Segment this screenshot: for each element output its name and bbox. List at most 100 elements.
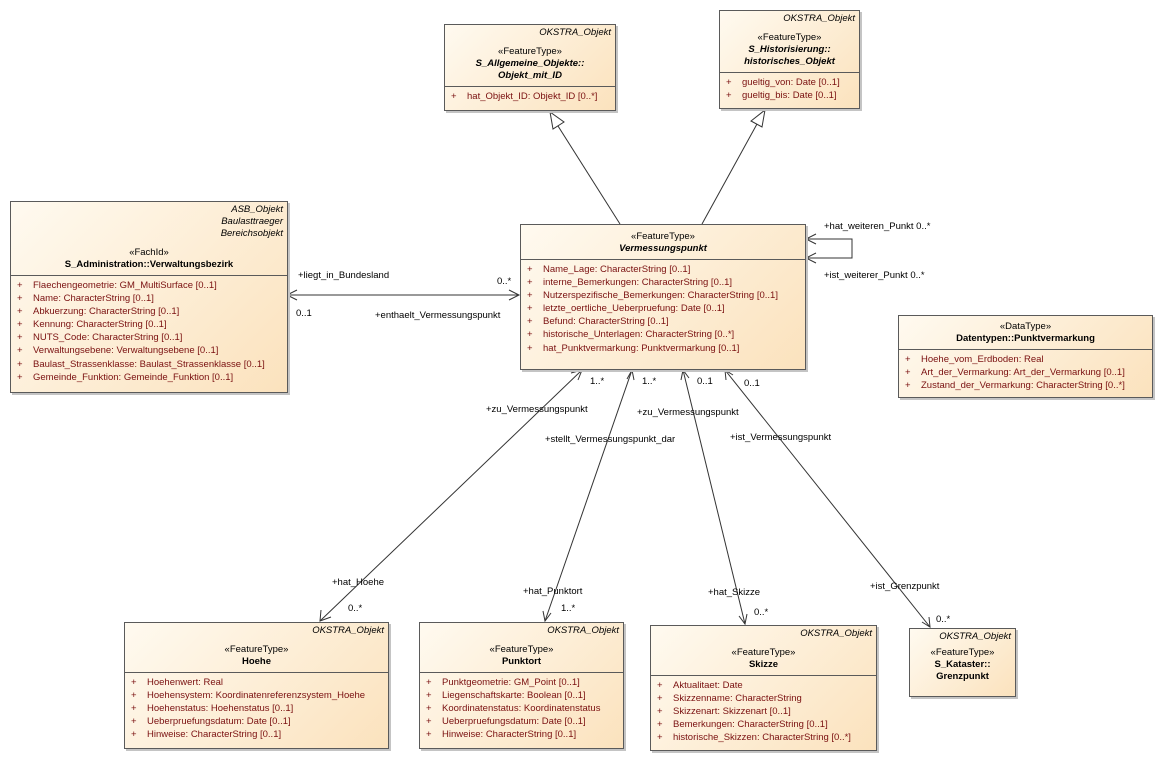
attribute-row: + Name_Lage: CharacterString [0..1] xyxy=(527,263,800,276)
class-tag: OKSTRA_Objekt xyxy=(800,628,872,639)
class-verwaltungsbezirk[interactable]: ASB_Objekt Baulasttraeger Bereichsobjekt… xyxy=(10,201,288,393)
attribute-row: +Name: CharacterString [0..1] xyxy=(17,292,282,305)
attribute-text: Name_Lage: CharacterString [0..1] xyxy=(543,264,691,275)
attribute-list: +Hoehenwert: Real +Hoehensystem: Koordin… xyxy=(125,672,388,744)
class-tag: Bereichsobjekt xyxy=(220,228,283,239)
attribute-text: Hoehensystem: Koordinatenreferenzsystem_… xyxy=(147,690,366,702)
attribute-text: letzte_oertliche_Ueberpruefung: Date [0.… xyxy=(543,303,725,315)
class-punktvermarkung[interactable]: «DataType» Datentypen::Punktvermarkung +… xyxy=(898,315,1153,398)
attribute-text: historische_Unterlagen: CharacterString … xyxy=(543,329,735,341)
attribute-row: +letzte_oertliche_Ueberpruefung: Date [0… xyxy=(527,302,800,315)
visibility-marker: + xyxy=(17,345,23,357)
class-stereotype: «FeatureType» xyxy=(498,46,562,57)
class-punktort[interactable]: OKSTRA_Objekt «FeatureType» Punktort +Pu… xyxy=(419,622,624,749)
class-name: S_Administration::Verwaltungsbezirk xyxy=(64,259,234,270)
class-stereotype: «FeatureType» xyxy=(731,647,796,658)
class-header: ASB_Objekt Baulasttraeger Bereichsobjekt… xyxy=(11,202,287,275)
class-historisches-objekt[interactable]: OKSTRA_Objekt «FeatureType» S_Historisie… xyxy=(719,10,860,109)
attribute-row: +Gemeinde_Funktion: Gemeinde_Funktion [0… xyxy=(17,371,282,384)
multiplicity-label: 0..* xyxy=(936,614,951,625)
class-tag: OKSTRA_Objekt xyxy=(783,13,855,24)
arrowhead-hoehe-up xyxy=(570,369,583,381)
class-name: Skizze xyxy=(748,659,779,670)
multiplicity-label: 0..1 xyxy=(697,376,713,387)
attribute-row: +hat_Punktvermarkung: Punktvermarkung [0… xyxy=(527,342,800,355)
visibility-marker: + xyxy=(527,277,533,289)
attribute-text: gueltig_bis: Date [0..1] xyxy=(742,90,837,102)
attribute-row: +Hinweise: CharacterString [0..1] xyxy=(426,728,618,741)
visibility-marker: + xyxy=(905,380,911,392)
attribute-list: +Name_Lage: CharacterString [0..1] +inte… xyxy=(521,259,805,358)
visibility-marker: + xyxy=(726,90,732,102)
multiplicity-label: 0..* xyxy=(348,603,363,614)
class-skizze[interactable]: OKSTRA_Objekt «FeatureType» Skizze +Aktu… xyxy=(650,625,877,751)
arrowhead-punktort-down xyxy=(542,610,552,623)
arrowhead-skizze-up xyxy=(680,368,690,381)
association-punktort[interactable] xyxy=(544,369,633,622)
association-skizze[interactable] xyxy=(682,369,746,625)
attribute-row: + Hoehensystem: Koordinatenreferenzsystem… xyxy=(131,689,383,702)
class-vermessungspunkt[interactable]: «FeatureType» Vermessungspunkt +Name_Lag… xyxy=(520,224,806,370)
multiplicity-label: 1..* xyxy=(590,376,605,387)
attribute-text: Nutzerspezifische_Bemerkungen: Character… xyxy=(543,290,778,302)
association-hoehe[interactable] xyxy=(319,369,583,622)
attribute-row: +Hoehenstatus: Hoehenstatus [0..1] xyxy=(131,702,383,715)
attribute-row: +Verwaltungsebene: Verwaltungsebene [0..… xyxy=(17,344,282,357)
role-label-ist-grenzpunkt: +ist_Grenzpunkt xyxy=(870,581,940,592)
attribute-row: +Liegenschaftskarte: Boolean [0..1] xyxy=(426,689,618,702)
attribute-list: +Aktualitaet: Date +Skizzenname: Charact… xyxy=(651,675,876,747)
class-grenzpunkt[interactable]: OKSTRA_Objekt «FeatureType» S_Kataster::… xyxy=(909,628,1016,697)
attribute-text: Hinweise: CharacterString [0..1] xyxy=(147,729,282,741)
role-label-enthaelt-vermessungspunkt: +enthaelt_Vermessungspunkt xyxy=(375,310,501,321)
class-name: Objekt_mit_ID xyxy=(498,70,562,81)
role-label-hat-skizze: +hat_Skizze xyxy=(708,587,761,598)
class-tag: OKSTRA_Objekt xyxy=(939,631,1011,642)
attribute-row: +Befund: CharacterString [0..1] xyxy=(527,315,800,328)
class-header: OKSTRA_Objekt «FeatureType» S_Historisie… xyxy=(720,11,859,72)
visibility-marker: + xyxy=(131,716,137,728)
attribute-text: Skizzenart: Skizzenart [0..1] xyxy=(673,706,791,718)
class-name: historisches_Objekt xyxy=(744,56,835,67)
attribute-row: +historische_Skizzen: CharacterString [0… xyxy=(657,731,871,744)
attribute-row: +Hoehe_vom_Erdboden: Real xyxy=(905,353,1147,366)
class-name: Hoehe xyxy=(241,656,272,667)
attribute-text: Bemerkungen: CharacterString [0..1] xyxy=(673,719,828,731)
attribute-row: +Skizzenname: CharacterString xyxy=(657,692,871,705)
class-tag: Baulasttraeger xyxy=(221,216,283,227)
role-label-hat-hoehe: +hat_Hoehe xyxy=(332,577,385,588)
class-header: OKSTRA_Objekt «FeatureType» S_Allgemeine… xyxy=(445,25,615,86)
attribute-text: hat_Objekt_ID: Objekt_ID [0..*] xyxy=(467,91,598,102)
visibility-marker: + xyxy=(527,264,533,275)
attribute-text: Ueberpruefungsdatum: Date [0..1] xyxy=(442,716,586,728)
class-stereotype: «FeatureType» xyxy=(489,644,554,655)
attribute-text: Aktualitaet: Date xyxy=(673,680,743,691)
attribute-row: +Koordinatenstatus: Koordinatenstatus xyxy=(426,702,618,715)
attribute-row: +Skizzenart: Skizzenart [0..1] xyxy=(657,705,871,718)
class-hoehe[interactable]: OKSTRA_Objekt «FeatureType» Hoehe +Hoehe… xyxy=(124,622,389,749)
class-name: S_Kataster:: xyxy=(934,659,991,670)
arrowhead-skizze-down xyxy=(738,613,748,626)
self-association-vermessungspunkt[interactable] xyxy=(806,238,853,259)
visibility-marker: + xyxy=(17,293,23,305)
attribute-row: +hat_Objekt_ID: Objekt_ID [0..*] xyxy=(451,90,610,103)
generalization-objekt-mit-id[interactable] xyxy=(557,125,621,225)
visibility-marker: + xyxy=(131,729,137,741)
attribute-row: +Art_der_Vermarkung: Art_der_Vermarkung … xyxy=(905,366,1147,379)
generalization-arrowhead-historisches-objekt xyxy=(750,108,766,128)
visibility-marker: + xyxy=(131,690,137,702)
attribute-row: +Ueberpruefungsdatum: Date [0..1] xyxy=(426,715,618,728)
visibility-marker: + xyxy=(131,677,137,688)
role-label-liegt-in-bundesland: +liegt_in_Bundesland xyxy=(298,270,390,281)
generalization-historisches-objekt[interactable] xyxy=(701,123,758,225)
class-objekt-mit-id[interactable]: OKSTRA_Objekt «FeatureType» S_Allgemeine… xyxy=(444,24,616,111)
attribute-row: +Kennung: CharacterString [0..1] xyxy=(17,318,282,331)
attribute-row: +NUTS_Code: CharacterString [0..1] xyxy=(17,331,282,344)
attribute-text: Art_der_Vermarkung: Art_der_Vermarkung [… xyxy=(921,367,1125,379)
attribute-row: +Flaechengeometrie: GM_MultiSurface [0..… xyxy=(17,279,282,292)
attribute-row: +gueltig_von: Date [0..1] xyxy=(726,76,854,89)
association-grenzpunkt[interactable] xyxy=(724,369,931,628)
attribute-text: Skizzenname: CharacterString xyxy=(673,693,802,705)
visibility-marker: + xyxy=(527,290,533,302)
attribute-text: Flaechengeometrie: GM_MultiSurface [0..1… xyxy=(33,280,217,291)
visibility-marker: + xyxy=(905,354,911,365)
